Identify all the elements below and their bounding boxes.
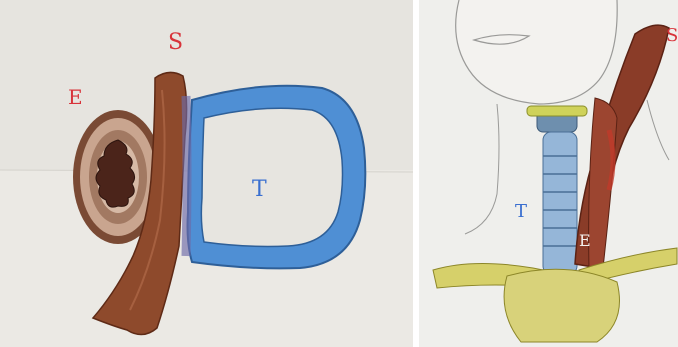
trachea-label: T [515, 201, 527, 222]
manubrium [504, 269, 619, 342]
neck-panel: S T E [419, 0, 678, 347]
muscle-label: S [168, 30, 183, 55]
trachea-label: T [252, 177, 267, 202]
cross-section-drawing: E S T [0, 0, 413, 347]
esophagus-label: E [579, 231, 591, 250]
cross-section-panel: E S T [0, 0, 413, 347]
muscle-label-top: S [666, 25, 678, 46]
esophagus-label: E [68, 85, 83, 109]
neck-drawing: S T E [419, 0, 678, 347]
